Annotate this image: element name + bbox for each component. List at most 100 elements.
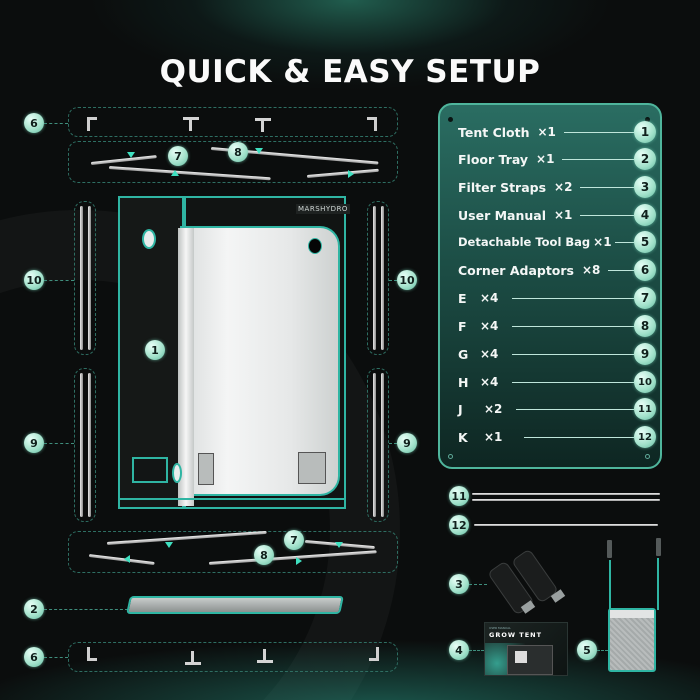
pole-g-icon (88, 373, 91, 517)
part-number-badge: 9 (634, 343, 656, 365)
tee-adaptor-icon (183, 117, 199, 131)
part-name: Corner Adaptors (458, 262, 574, 278)
arrow-marker-icon (296, 557, 302, 565)
parts-list-item: J ×2 11 (458, 396, 656, 422)
parts-list-item: G ×4 9 (458, 341, 656, 367)
callout-badge-tent: 1 (145, 340, 165, 360)
pole-h-icon (373, 206, 376, 350)
part-number-badge: 3 (634, 176, 656, 198)
leader-line (562, 158, 634, 160)
part-number-badge: 4 (634, 204, 656, 226)
toolbag-strap (657, 558, 659, 610)
part-qty: ×1 (537, 125, 556, 139)
part-qty: ×4 (480, 375, 499, 389)
manual-title: GROW TENT (489, 631, 543, 639)
leader-line (44, 123, 68, 124)
leader-line (469, 584, 487, 585)
arrow-marker-icon (124, 555, 130, 563)
leader-line (563, 131, 634, 133)
pole-f-icon (208, 550, 377, 565)
parts-list-item: User Manual ×1 4 (458, 202, 656, 228)
screw-hole-icon (448, 454, 453, 459)
callout-badge-corners-top: 6 (24, 113, 44, 133)
tent-base (118, 498, 346, 509)
rod-j-icon (472, 493, 660, 495)
leader-line (44, 280, 74, 281)
corner-adaptors-bottom-group (68, 642, 398, 672)
callout-badge-rod-j: 11 (449, 486, 469, 506)
callout-badge-pole-e-top: 7 (168, 146, 188, 166)
user-manual-icon: USER MANUAL GROW TENT (484, 622, 568, 676)
vent-port-icon (172, 463, 182, 483)
callout-badge-manual: 4 (449, 640, 469, 660)
leader-line (389, 443, 397, 444)
part-qty: ×4 (480, 319, 499, 333)
callout-badge-pole-f-bottom: 8 (254, 545, 274, 565)
manual-tent-image (507, 645, 553, 675)
pole-f-icon (108, 166, 271, 181)
part-number-badge: 8 (634, 315, 656, 337)
corner-adaptor-icon (87, 117, 97, 131)
corner-adaptor-icon (369, 647, 379, 661)
poles-top-group (68, 141, 398, 183)
part-qty: ×1 (484, 430, 503, 444)
screw-hole-icon (645, 454, 650, 459)
part-name: K (458, 429, 468, 445)
part-name: Tent Cloth (458, 124, 530, 140)
part-qty: ×4 (480, 291, 499, 305)
part-name: Detachable Tool Bag (458, 235, 591, 249)
pole-e-icon (306, 168, 379, 178)
right-pole-g-group (367, 368, 389, 522)
leader-line (516, 408, 634, 410)
arrow-marker-icon (335, 542, 343, 548)
part-name: G (458, 346, 469, 362)
pole-e-icon (90, 155, 157, 165)
tee-adaptor-icon (257, 649, 273, 663)
page-title: QUICK & EASY SETUP (159, 54, 541, 90)
tee-adaptor-icon (255, 118, 271, 132)
callout-badge-tray: 2 (24, 599, 44, 619)
part-qty: ×1 (593, 235, 612, 249)
callout-badge-rod-k: 12 (449, 515, 469, 535)
left-pole-g-group (74, 368, 96, 522)
parts-list-item: H ×4 10 (458, 369, 656, 395)
part-number-badge: 7 (634, 287, 656, 309)
right-pole-h-group (367, 201, 389, 355)
callout-badge-toolbag: 5 (577, 640, 597, 660)
parts-list-panel: Tent Cloth ×1 1 Floor Tray ×1 2 Filter S… (438, 103, 662, 469)
pole-e-icon (88, 554, 155, 566)
part-name: User Manual (458, 207, 546, 223)
manual-tent-door (515, 651, 527, 663)
parts-list-item: Corner Adaptors ×8 6 (458, 257, 656, 283)
part-number-badge: 5 (634, 231, 656, 253)
leader-line (614, 241, 634, 243)
leader-line (512, 297, 634, 299)
arrow-marker-icon (165, 542, 173, 548)
pole-h-icon (80, 206, 83, 350)
vent-port-icon (142, 229, 156, 249)
toolbag-strap (609, 560, 611, 610)
screw-hole-icon (645, 117, 650, 122)
leader-line (580, 214, 634, 216)
brand-logo: MARSHYDRO (296, 204, 350, 214)
callout-badge-left-g: 9 (24, 433, 44, 453)
part-number-badge: 11 (634, 398, 656, 420)
callout-badge-straps: 3 (449, 574, 469, 594)
left-pole-h-group (74, 201, 96, 355)
parts-list-item: Detachable Tool Bag ×1 5 (458, 229, 656, 255)
tent-door-reflective (180, 226, 340, 496)
parts-list-item: Floor Tray ×1 2 (458, 146, 656, 172)
arrow-marker-icon (348, 170, 354, 178)
pole-f-icon (106, 530, 267, 545)
tent-window-icon (132, 457, 168, 483)
part-qty: ×1 (536, 152, 555, 166)
vent-port-icon (308, 238, 322, 254)
floor-tray-icon (126, 596, 344, 614)
poles-bottom-group (68, 530, 398, 573)
pole-g-icon (373, 373, 376, 517)
leader-line (44, 443, 74, 444)
part-qty: ×2 (484, 402, 503, 416)
pole-g-icon (80, 373, 83, 517)
callout-badge-pole-e-bottom: 7 (284, 530, 304, 550)
leader-line (512, 381, 634, 383)
